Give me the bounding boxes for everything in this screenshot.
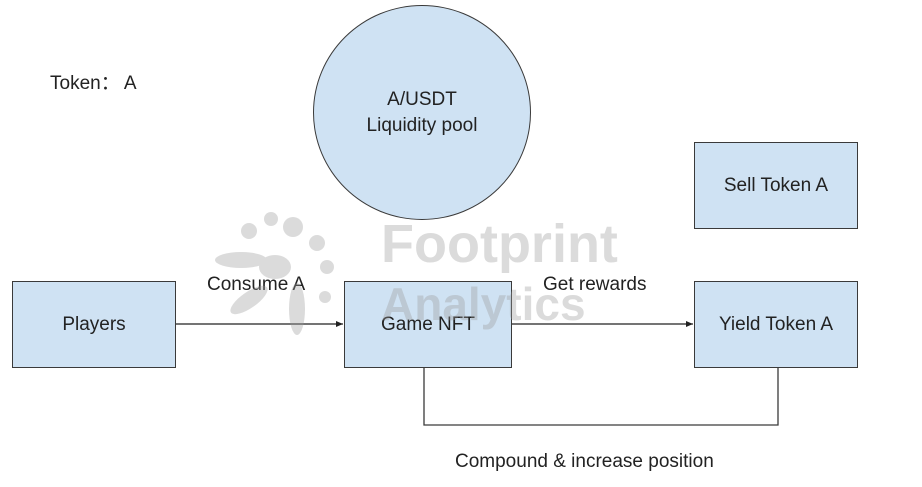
players-label: Players <box>62 313 126 335</box>
game-nft-label: Game NFT <box>381 313 475 335</box>
liquidity-pool-title: A/USDT <box>387 88 457 110</box>
compound-loop-line <box>423 368 779 426</box>
sell-token-node: Sell Token A <box>694 142 858 229</box>
consume-edge-label: Consume A <box>207 274 306 295</box>
watermark-word-footprint: Footprint <box>381 214 618 274</box>
yield-token-label: Yield Token A <box>718 313 834 335</box>
rewards-edge-label: Get rewards <box>543 274 647 295</box>
sell-token-label: Sell Token A <box>723 174 829 196</box>
liquidity-pool-node: A/USDT Liquidity pool <box>313 5 531 220</box>
yield-token-node: Yield Token A <box>694 281 858 368</box>
compound-edge-label: Compound & increase position <box>455 451 714 472</box>
players-node: Players <box>12 281 176 368</box>
liquidity-pool-subtitle: Liquidity pool <box>366 114 478 136</box>
game-nft-node: Game NFT <box>344 281 512 368</box>
token-label: Token： A <box>50 73 137 94</box>
